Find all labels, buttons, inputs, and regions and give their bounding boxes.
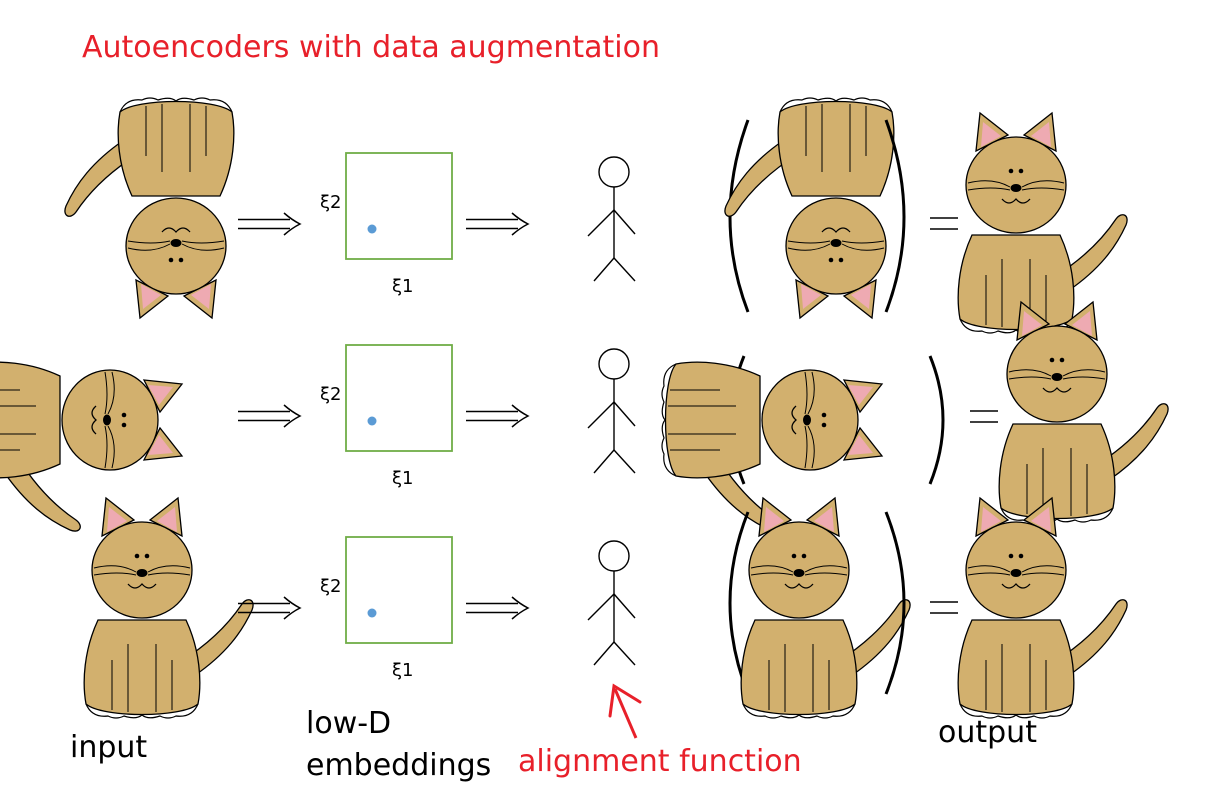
axis-label-xi2: ξ2 (320, 576, 342, 597)
row-3: ξ2 ξ1 (83, 497, 1128, 719)
input-label: input (70, 730, 148, 765)
double-arrow-icon (465, 404, 529, 428)
row-1: ξ2 ξ1 (64, 97, 1128, 334)
stick-figure-icon (587, 156, 636, 282)
right-paren (884, 511, 906, 695)
embedding-point (367, 224, 377, 234)
embedding-point (367, 608, 377, 618)
axis-label-xi1: ξ1 (392, 468, 414, 489)
embedding-point (367, 416, 377, 426)
axis-label-xi1: ξ1 (392, 276, 414, 297)
axis-label-xi2: ξ2 (320, 384, 342, 405)
alignment-function-label: alignment function (518, 744, 802, 779)
input-cat-upright (83, 497, 254, 719)
output-label: output (938, 715, 1037, 750)
double-arrow-icon (237, 212, 301, 236)
embeddings-label: low-D embeddings (306, 706, 492, 783)
stick-figure-icon (587, 348, 636, 474)
double-arrow-icon (465, 212, 529, 236)
applied-cat-upright (740, 497, 911, 719)
right-paren (884, 119, 906, 313)
output-cat (998, 301, 1169, 523)
axis-label-xi1: ξ1 (392, 660, 414, 681)
stick-figure-icon (587, 540, 636, 666)
applied-cat-upside-down (724, 97, 895, 319)
embedding-box (345, 152, 453, 260)
right-paren (928, 355, 945, 485)
embedding-box (345, 344, 453, 452)
embedding-box (345, 536, 453, 644)
row-2: ξ2 ξ1 (0, 301, 1169, 532)
left-paren (728, 511, 750, 695)
axis-label-xi2: ξ2 (320, 192, 342, 213)
input-cat-rotated (0, 361, 183, 532)
diagram-title: Autoencoders with data augmentation (82, 30, 661, 65)
output-cat (957, 112, 1128, 334)
double-arrow-icon (465, 596, 529, 620)
input-cat-upside-down (64, 97, 235, 319)
output-cat (957, 497, 1128, 719)
double-arrow-icon (237, 404, 301, 428)
pointer-arrow-icon (608, 683, 642, 739)
